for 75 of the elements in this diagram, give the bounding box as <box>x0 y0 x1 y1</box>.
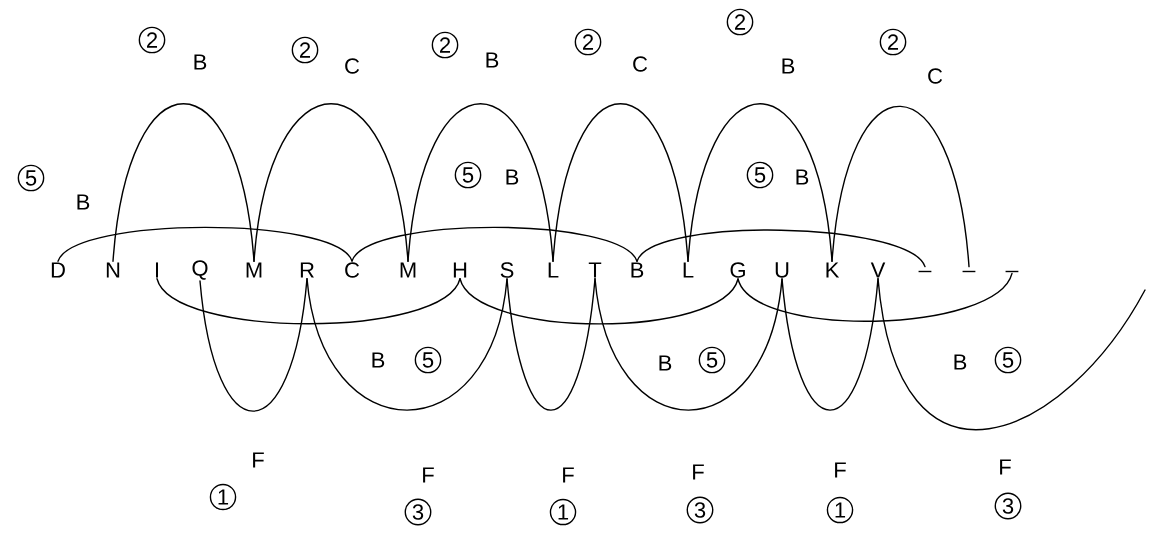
letter: B <box>631 262 644 278</box>
circled-number: 1 <box>209 483 237 511</box>
hand-letter: B <box>486 52 499 68</box>
hand-letter: B <box>372 352 385 368</box>
hand-letter: B <box>77 194 90 210</box>
letter: D <box>51 262 65 278</box>
circled-number: 3 <box>404 498 432 526</box>
arc <box>594 278 783 411</box>
letter: G <box>730 262 745 278</box>
hand-letter: B <box>659 355 672 371</box>
hand-letter: F <box>693 464 704 480</box>
arc <box>57 226 353 262</box>
circled-number: 5 <box>414 346 442 374</box>
circled-number: 5 <box>994 346 1022 374</box>
letter: S <box>500 262 514 278</box>
letter: C <box>345 262 360 278</box>
circled-number: 1 <box>549 498 577 526</box>
letter: _ <box>1005 270 1019 273</box>
arc <box>253 103 409 262</box>
hand-letter: B <box>506 169 519 185</box>
letter: U <box>775 262 789 278</box>
arc <box>156 278 461 325</box>
letter: V <box>870 262 886 278</box>
letter: _ <box>962 270 976 273</box>
arc <box>459 278 739 325</box>
letter: Q <box>192 260 208 280</box>
circled-number: 2 <box>574 28 602 56</box>
arc <box>407 103 554 262</box>
circled-number: 5 <box>746 161 774 189</box>
hand-letter: B <box>782 58 795 74</box>
letter: K <box>826 262 840 278</box>
circled-number: 2 <box>879 28 907 56</box>
circled-number: 1 <box>826 496 854 524</box>
letter: _ <box>918 270 932 273</box>
circled-number: 2 <box>431 31 459 59</box>
hand-letter: F <box>563 467 574 483</box>
hand-letter: F <box>1000 459 1011 475</box>
arc <box>781 278 879 411</box>
arc <box>506 278 596 411</box>
letter: M <box>400 262 416 278</box>
circled-number: 2 <box>138 26 166 54</box>
letter: L <box>548 262 559 278</box>
arc <box>351 226 638 262</box>
letter: H <box>453 262 467 278</box>
letter: M <box>246 262 262 278</box>
arc <box>687 103 833 262</box>
letter: N <box>106 262 120 278</box>
letter: L <box>683 262 694 278</box>
arc <box>636 229 926 268</box>
arc <box>831 105 970 268</box>
hand-letter: C <box>345 58 360 74</box>
arc <box>306 278 508 411</box>
circled-number: 5 <box>698 346 726 374</box>
hand-letter: B <box>194 54 207 70</box>
hand-letter: F <box>423 467 434 483</box>
hand-letter: C <box>928 68 943 84</box>
hand-letter: F <box>835 462 846 478</box>
circled-number: 5 <box>454 161 482 189</box>
hand-letter: B <box>796 169 809 185</box>
circled-number: 2 <box>291 36 319 64</box>
circled-number: 3 <box>686 496 714 524</box>
letter: T <box>588 262 602 278</box>
circled-number: 5 <box>17 164 45 192</box>
letter: R <box>300 262 314 278</box>
circled-number: 2 <box>726 8 754 36</box>
arc <box>199 278 308 412</box>
hand-letter: F <box>253 452 264 468</box>
arc <box>552 103 689 262</box>
hand-letter: B <box>954 354 967 370</box>
letter: I <box>155 262 158 278</box>
arc <box>737 272 1013 322</box>
hand-letter: C <box>633 56 648 72</box>
arc <box>112 103 255 262</box>
circled-number: 3 <box>994 492 1022 520</box>
arc <box>877 278 1146 430</box>
